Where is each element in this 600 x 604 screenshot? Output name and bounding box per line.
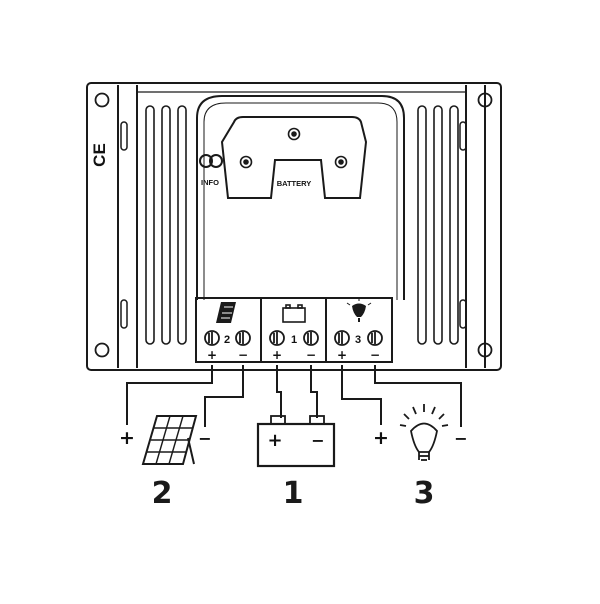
light-bulb-illustration <box>399 404 449 461</box>
wire-battery-plus <box>276 365 282 418</box>
solar-panel-illustration <box>141 415 198 465</box>
wiring-lines <box>126 365 462 427</box>
svg-text:−: − <box>370 348 380 362</box>
svg-text:−: − <box>306 348 316 362</box>
battery-illustration <box>256 415 336 468</box>
solar-panel-icon <box>216 302 236 323</box>
wire-load-plus <box>341 365 382 425</box>
label-battery: 1 <box>283 476 304 511</box>
terminal-block-outline <box>195 297 393 363</box>
solar-minus-sign: − <box>198 429 211 448</box>
front-face <box>196 95 405 300</box>
battery-plus-sign: + <box>267 430 282 451</box>
label-load: 3 <box>414 476 435 511</box>
light-bulb-icon <box>346 298 372 322</box>
cooling-fins-right <box>417 105 459 345</box>
load-plus-sign: + <box>373 427 389 449</box>
terminal-number-battery: 1 <box>291 334 297 346</box>
terminal-block <box>195 297 393 363</box>
led-left <box>239 155 253 169</box>
wire-battery-minus <box>310 365 318 418</box>
screw-icon <box>334 330 350 346</box>
terminal-screws <box>204 330 383 346</box>
wire-solar-plus <box>126 365 213 425</box>
mounting-holes <box>94 92 493 358</box>
housing-outline <box>86 82 502 371</box>
ce-mark: CE <box>90 143 109 167</box>
wire-solar-minus <box>204 365 244 427</box>
battery-minus-sign: − <box>311 431 324 450</box>
side-slots <box>120 121 467 329</box>
terminal-number-load: 3 <box>355 334 361 346</box>
wire-load-minus <box>374 365 462 427</box>
indicator-leds <box>239 127 348 169</box>
cooling-fins-left <box>145 105 187 345</box>
mount-hole-top-right <box>477 92 493 108</box>
mount-hole-bottom-right <box>477 342 493 358</box>
svg-text:−: − <box>238 348 248 362</box>
info-label: INFO <box>201 178 219 187</box>
battery-label: BATTERY <box>277 179 312 188</box>
led-right <box>334 155 348 169</box>
solar-plus-sign: + <box>119 427 135 449</box>
svg-text:+: + <box>337 348 347 362</box>
svg-text:+: + <box>207 348 217 362</box>
screw-icon <box>303 330 319 346</box>
load-minus-sign: − <box>454 429 467 448</box>
screw-icon <box>204 330 220 346</box>
mount-hole-top-left <box>94 92 110 108</box>
screw-icon <box>235 330 251 346</box>
front-face-inner <box>203 102 398 300</box>
terminal-polarity: + − + − + − <box>207 348 380 362</box>
led-top <box>287 127 301 141</box>
screw-icon <box>367 330 383 346</box>
screw-icon <box>269 330 285 346</box>
svg-text:+: + <box>272 348 282 362</box>
info-button-icon[interactable] <box>199 154 223 168</box>
indicator-panel <box>220 116 368 199</box>
label-solar: 2 <box>152 476 173 511</box>
battery-icon <box>282 304 306 323</box>
controller-housing <box>86 82 502 371</box>
mount-hole-bottom-left <box>94 342 110 358</box>
terminal-number-solar: 2 <box>224 334 230 346</box>
